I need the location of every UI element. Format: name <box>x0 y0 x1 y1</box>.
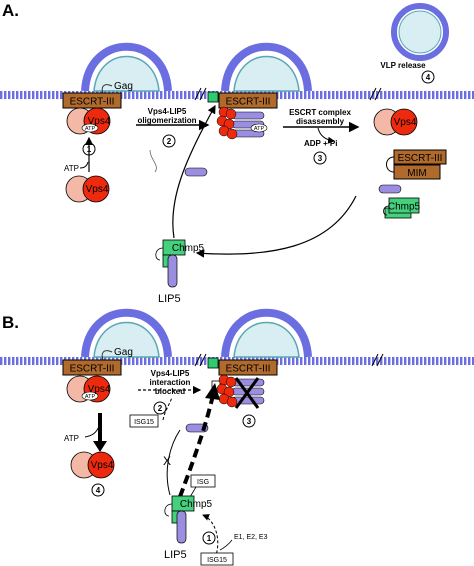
escrt-iii-label-a2: ESCRT-III <box>226 97 271 108</box>
atp-label-b1: ATP <box>85 394 96 400</box>
step-1-circle-b <box>202 531 216 545</box>
vps4-bound-a <box>66 107 111 135</box>
isg-link <box>189 486 197 498</box>
escrt-iii-label-a3: ESCRT-III <box>398 153 443 164</box>
blocked-label-1: Vps4-LIP5 <box>151 369 190 378</box>
atp-label-a2: ATP <box>254 126 265 132</box>
disassembly-label-1: ESCRT complex <box>289 108 351 117</box>
enzyme-curve <box>219 539 233 551</box>
isg15-box-mid <box>129 414 159 428</box>
chmp5-label-bottom-a: Chmp5 <box>172 243 205 254</box>
step-3-number: 3 <box>318 154 323 163</box>
lip5-tether-line <box>149 149 157 173</box>
blocked-label-3: blocked <box>155 387 185 396</box>
lip5-bar-free-right <box>378 184 402 194</box>
isg-label: ISG <box>197 479 209 486</box>
membrane-b <box>0 308 474 367</box>
step-4-number-b: 4 <box>96 486 101 495</box>
atp-label-a1: ATP <box>85 126 96 132</box>
oligomerization-label-2: oligomerization <box>137 116 196 125</box>
isg15-label-bottom: ISG15 <box>207 557 227 564</box>
assembled-complex-b <box>207 357 278 409</box>
adp-curve <box>317 127 335 144</box>
thick-arrow-head <box>93 441 107 452</box>
escrt-iii-mim <box>386 149 447 180</box>
step-4-circle-b <box>91 483 105 497</box>
enzymes-label: E1, E2, E3 <box>234 534 268 541</box>
vps4-label-a1: Vps4 <box>88 116 111 127</box>
blocked-recycle-line <box>166 429 181 496</box>
mim-label: MIM <box>407 168 426 179</box>
isg15-box-bottom <box>200 552 234 566</box>
lip5-label-b: LIP5 <box>164 549 187 561</box>
panel-a-label: A. <box>2 1 19 20</box>
recycle-arrow-lip5-to-complex <box>172 104 216 239</box>
oligomerization-label-1: Vps4-LIP5 <box>148 107 187 116</box>
block-mark-b: X <box>163 454 171 468</box>
vlp-particle <box>391 3 449 61</box>
vps4-released-a <box>373 108 418 136</box>
thick-dashed-arrow <box>173 394 215 511</box>
chmp5-label-right: Chmp5 <box>388 202 421 213</box>
vps4-label-a2: Vps4 <box>86 184 109 195</box>
enzyme-arrow <box>202 514 219 559</box>
lip5-bar-free-left <box>184 167 208 177</box>
vps4-free-a <box>65 175 110 203</box>
step-2-number-b: 2 <box>158 404 163 413</box>
disassembly-label-2: disassembly <box>296 117 345 126</box>
assembled-complex-a <box>207 91 278 140</box>
escrt-iii-label-a1: ESCRT-III <box>70 97 115 108</box>
chmp5-lip5-complex-a <box>155 239 186 288</box>
step-4-circle <box>421 70 435 84</box>
isg-box <box>190 474 216 488</box>
step-3-circle <box>313 151 327 165</box>
atp-input-label-a: ATP <box>64 164 79 173</box>
escrt-iii-label-b2: ESCRT-III <box>226 364 271 375</box>
vps4-bound-b <box>66 375 111 403</box>
chmp5-lip5-complex-b <box>164 495 195 544</box>
atp-arrow-curve-a <box>79 161 89 169</box>
vps4-label-a3: Vps4 <box>394 117 417 128</box>
adp-pi-label: ADP + Pi <box>304 139 337 148</box>
step-2-number: 2 <box>167 137 172 146</box>
step-2-circle <box>162 134 176 148</box>
vps4-free-b <box>70 451 115 479</box>
escrt-iii-box-b1 <box>62 359 122 376</box>
escrt-iii-label-b1: ESCRT-III <box>70 364 115 375</box>
escrt-iii-box-a1 <box>62 92 122 109</box>
chmp5-right <box>383 197 420 219</box>
isg15-label-mid: ISG15 <box>134 419 154 426</box>
gag-label-b: Gag <box>114 347 133 358</box>
step-4-number: 4 <box>426 73 431 82</box>
vps4-label-b1: Vps4 <box>88 384 111 395</box>
atp-curve-b <box>84 425 100 438</box>
gag-label-a: Gag <box>114 81 133 92</box>
isg15-inhibit-line <box>162 396 173 421</box>
vlp-release-label: VLP release <box>380 61 426 70</box>
step-1-number-b: 1 <box>207 534 212 543</box>
step-2-circle-b <box>153 401 167 415</box>
thick-dashed-arrow-head <box>205 383 220 400</box>
chmp5-label-b: Chmp5 <box>180 499 213 510</box>
lip5-label-a: LIP5 <box>158 293 181 305</box>
blocked-label-2: interaction <box>150 378 191 387</box>
atp-input-label-b: ATP <box>64 434 79 443</box>
step-3-number-b: 3 <box>247 417 252 426</box>
step-3-circle-b <box>242 414 256 428</box>
vps4-label-b2: Vps4 <box>91 460 114 471</box>
panel-b-label: B. <box>2 313 19 332</box>
chmp5-return-arrow <box>195 195 357 258</box>
